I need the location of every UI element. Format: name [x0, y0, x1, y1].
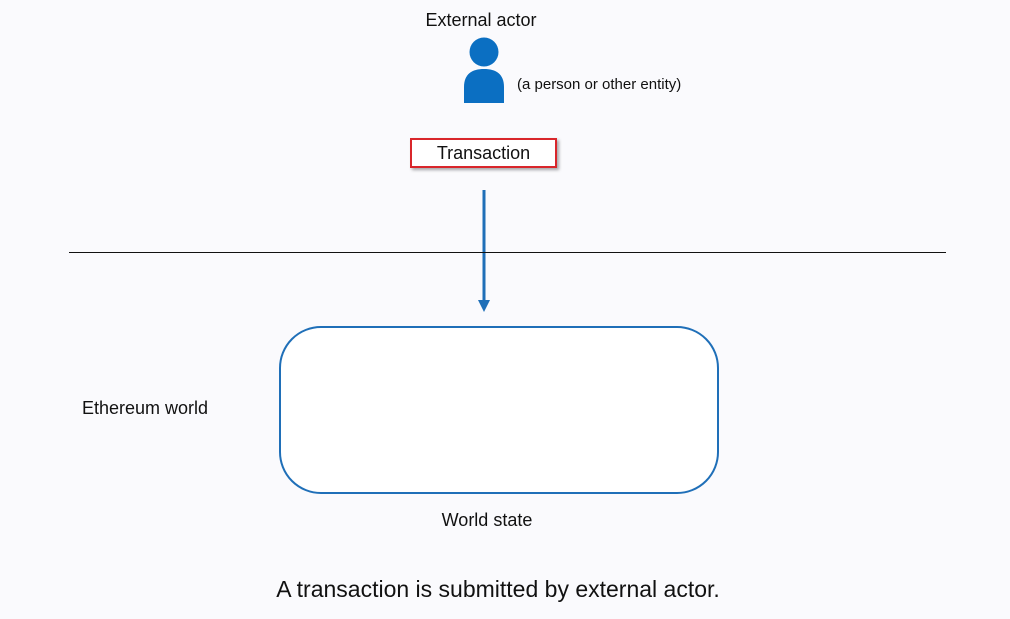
person-body [464, 69, 504, 103]
actor-description: (a person or other entity) [517, 76, 682, 93]
transaction-label: Transaction [436, 142, 531, 163]
caption: A transaction is submitted by external a… [276, 576, 720, 602]
transaction-box: Transaction [410, 138, 557, 168]
person-head [469, 37, 499, 67]
actor-title: External actor [425, 10, 537, 30]
ethereum-world-label: Ethereum world [82, 398, 209, 418]
down-arrow-icon [478, 190, 490, 312]
world-state-box [279, 326, 719, 494]
boundary-line [69, 252, 946, 253]
arrow-head [478, 300, 490, 312]
world-state-label: World state [441, 510, 533, 530]
person-icon [464, 37, 504, 103]
